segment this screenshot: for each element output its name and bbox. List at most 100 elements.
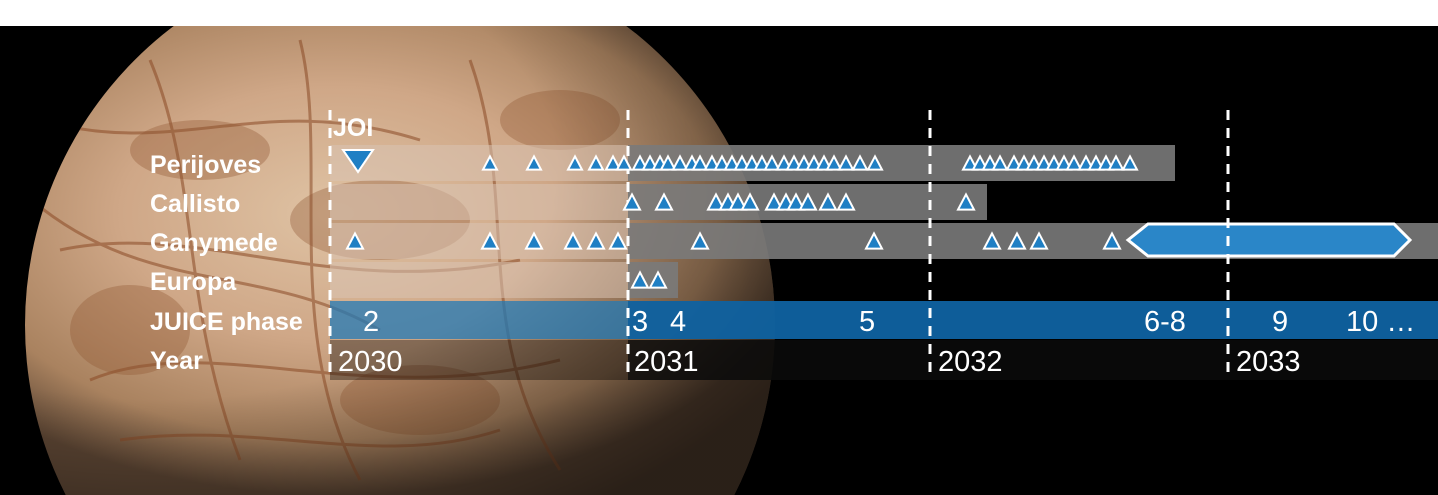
perijoves-flyby-marker <box>1025 154 1043 171</box>
perijoves-flyby-marker <box>785 154 803 171</box>
year-2030: 2030 <box>338 346 403 378</box>
perijoves-flyby-marker <box>587 154 605 171</box>
ganymede-orbit-phase <box>1125 222 1413 258</box>
perijoves-flyby-marker <box>713 154 731 171</box>
perijoves-flyby-marker <box>1005 154 1023 171</box>
flyby-markers <box>345 154 1139 289</box>
perijoves-flyby-marker <box>1035 154 1053 171</box>
perijoves-flyby-marker <box>1055 154 1073 171</box>
year-band <box>628 340 1438 380</box>
ganymede-flyby-marker <box>982 231 1002 250</box>
phase-6-8: 6-8 <box>1144 306 1186 338</box>
ganymede-light-band <box>330 223 628 259</box>
perijoves-flyby-marker <box>743 154 761 171</box>
perijoves-flyby-marker <box>981 154 999 171</box>
phase-10: 10 … <box>1346 306 1415 338</box>
callisto-flyby-marker <box>764 192 784 211</box>
perijoves-flyby-marker <box>753 154 771 171</box>
callisto-light-band <box>330 184 628 220</box>
row-label-perijoves: Perijoves <box>150 151 261 179</box>
callisto-flyby-marker <box>956 192 976 211</box>
callisto-flyby-marker <box>728 192 748 211</box>
europa-flyby-marker <box>630 270 650 289</box>
perijoves-flyby-marker <box>1107 154 1125 171</box>
perijoves-flyby-marker <box>723 154 741 171</box>
perijoves-flyby-marker <box>733 154 751 171</box>
perijoves-flyby-marker <box>1087 154 1105 171</box>
perijoves-flyby-marker <box>1097 154 1115 171</box>
ganymede-flyby-marker <box>563 231 583 250</box>
perijoves-flyby-marker <box>615 154 633 171</box>
phase-5: 5 <box>859 306 875 338</box>
perijoves-flyby-marker <box>866 154 884 171</box>
year-band-early <box>330 340 628 380</box>
joi-marker <box>341 149 375 174</box>
perijoves-flyby-marker <box>566 154 584 171</box>
ganymede-flyby-marker <box>480 231 500 250</box>
perijoves-flyby-marker <box>763 154 781 171</box>
row-label-europa: Europa <box>150 268 237 296</box>
perijoves-flyby-marker <box>1065 154 1083 171</box>
ganymede-flyby-marker <box>608 231 628 250</box>
phase-9: 9 <box>1272 306 1288 338</box>
year-2033: 2033 <box>1236 346 1301 378</box>
joi-label: JOI <box>333 114 373 142</box>
ganymede-flyby-marker <box>864 231 884 250</box>
perijoves-flyby-marker <box>691 154 709 171</box>
perijoves-flyby-marker <box>971 154 989 171</box>
phase-4: 4 <box>670 306 686 338</box>
perijoves-flyby-marker <box>1015 154 1033 171</box>
phase-2: 2 <box>363 306 379 338</box>
perijoves-flyby-marker <box>703 154 721 171</box>
perijoves-flyby-marker <box>991 154 1009 171</box>
perijoves-flyby-marker <box>961 154 979 171</box>
row-label-ganymede: Ganymede <box>150 229 278 257</box>
callisto-flyby-marker <box>706 192 726 211</box>
callisto-flyby-marker <box>798 192 818 211</box>
callisto-flyby-marker <box>836 192 856 211</box>
perijoves-flyby-marker <box>795 154 813 171</box>
ganymede-flyby-marker <box>1102 231 1122 250</box>
perijoves-flyby-marker <box>851 154 869 171</box>
perijoves-flyby-marker <box>631 154 649 171</box>
phase-bar <box>628 301 1438 339</box>
perijoves-flyby-marker <box>805 154 823 171</box>
europa-flyby-marker <box>648 270 668 289</box>
perijoves-flyby-marker <box>604 154 622 171</box>
perijoves-flyby-marker <box>837 154 855 171</box>
perijoves-flyby-marker <box>525 154 543 171</box>
perijoves-flyby-marker <box>825 154 843 171</box>
perijoves-flyby-marker <box>775 154 793 171</box>
perijoves-flyby-marker <box>815 154 833 171</box>
callisto-flyby-marker <box>786 192 806 211</box>
ganymede-flyby-marker <box>1029 231 1049 250</box>
ganymede-flyby-marker <box>690 231 710 250</box>
ganymede-flyby-marker <box>524 231 544 250</box>
callisto-flyby-marker <box>654 192 674 211</box>
perijoves-flyby-marker <box>481 154 499 171</box>
perijoves-light-band <box>330 145 628 181</box>
year-2031: 2031 <box>634 346 699 378</box>
light-row-bands <box>330 145 628 298</box>
ganymede-flyby-marker <box>1007 231 1027 250</box>
phase-3: 3 <box>632 306 648 338</box>
callisto-flyby-marker <box>622 192 642 211</box>
perijoves-flyby-marker <box>671 154 689 171</box>
ganymede-flyby-marker <box>586 231 606 250</box>
year-dividers <box>328 110 1230 380</box>
perijoves-flyby-marker <box>1121 154 1139 171</box>
europa-moon-image <box>25 26 775 495</box>
callisto-flyby-marker <box>740 192 760 211</box>
row-label-phase: JUICE phase <box>150 308 303 336</box>
perijoves-flyby-marker <box>641 154 659 171</box>
ganymede-flyby-marker <box>345 231 365 250</box>
perijoves-flyby-marker <box>1077 154 1095 171</box>
top-border <box>0 0 1438 26</box>
year-2032: 2032 <box>938 346 1003 378</box>
row-label-year: Year <box>150 347 203 375</box>
row-label-callisto: Callisto <box>150 190 240 218</box>
perijoves-flyby-marker <box>1045 154 1063 171</box>
perijoves-flyby-marker <box>659 154 677 171</box>
